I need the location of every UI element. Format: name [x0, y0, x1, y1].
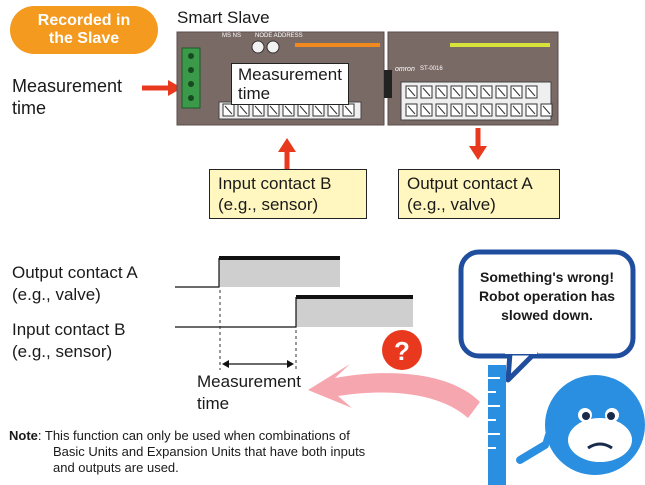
badge-line-1: Recorded in: [37, 12, 131, 29]
robot-character: [488, 365, 645, 485]
speech-bubble: [458, 249, 636, 383]
bubble-line-3: slowed down.: [501, 307, 593, 323]
device-measurement-callout: Measurement time: [231, 63, 349, 105]
output-arrow: [469, 128, 487, 160]
question-icon: [382, 330, 422, 370]
timing-input-label: Input contact B (e.g., sensor): [12, 319, 125, 363]
terminal-screw-mark: [407, 105, 416, 115]
question-mark-text: ?: [394, 336, 410, 366]
note-line-3: and outputs are used.: [53, 460, 179, 475]
terminal-screw-mark: [512, 87, 521, 97]
node-address-text: NODE ADDRESS: [255, 33, 303, 39]
terminal-screw-mark: [299, 105, 308, 115]
terminal-screw-mark: [452, 105, 461, 115]
terminal-screw-mark: [452, 87, 461, 97]
curved-arrow: [308, 364, 480, 418]
terminal-screw-mark: [467, 87, 476, 97]
terminal-screw-mark: [239, 105, 248, 115]
brand-text: omron: [395, 66, 415, 73]
bubble-line-1: Something's wrong!: [480, 269, 614, 285]
recorded-in-slave-badge: Recorded in the Slave: [10, 6, 158, 54]
terminal-screw-mark: [527, 105, 536, 115]
terminal-screw-mark: [437, 105, 446, 115]
timing-diagram: [175, 256, 413, 370]
ms-ns-text: MS NS: [222, 33, 242, 39]
note-line-2: Basic Units and Expansion Units that hav…: [53, 444, 366, 459]
timing-measurement-line-1: Measurement: [197, 372, 301, 391]
note-label: Note: [9, 428, 38, 443]
terminal-screw-mark: [254, 105, 263, 115]
terminal-screw-mark: [467, 105, 476, 115]
input-arrow: [278, 138, 296, 170]
model-text: ST-0016: [420, 66, 443, 72]
terminal-screw-mark: [284, 105, 293, 115]
terminal-screw-mark: [542, 105, 551, 115]
bubble-line-2: Robot operation has: [478, 288, 616, 304]
terminal-screw-mark: [437, 87, 446, 97]
terminal-screw-mark: [422, 87, 431, 97]
terminal-screw-mark: [482, 87, 491, 97]
input-contact-box: Input contact B (e.g., sensor): [209, 169, 367, 219]
terminal-screw-mark: [422, 105, 431, 115]
measurement-time-label: Measurement time: [12, 75, 122, 119]
device-title: Smart Slave: [177, 8, 270, 27]
timing-input-line-1: Input contact B: [12, 320, 126, 339]
device-callout-line-1: Measurement: [238, 65, 342, 84]
terminal-screw-mark: [344, 105, 353, 115]
bubble-text: Something's wrong! Robot operation has s…: [466, 268, 628, 325]
timing-output-line-2: (e.g., valve): [12, 285, 101, 304]
input-box-line-2: (e.g., sensor): [218, 195, 319, 214]
measurement-time-label-line-2: time: [12, 98, 47, 118]
measurement-time-label-line-1: Measurement: [12, 76, 123, 96]
device-callout-line-2: time: [238, 84, 271, 103]
timing-input-line-2: (e.g., sensor): [12, 342, 113, 361]
terminal-screw-mark: [329, 105, 338, 115]
terminal-screw-mark: [527, 87, 536, 97]
terminal-screw-mark: [482, 105, 491, 115]
terminal-screw-mark: [497, 105, 506, 115]
timing-measurement-line-2: time: [197, 394, 230, 413]
input-box-line-1: Input contact B: [218, 174, 332, 193]
terminal-screw-mark: [407, 87, 416, 97]
terminal-screw-mark: [314, 105, 323, 115]
timing-output-label: Output contact A (e.g., valve): [12, 262, 138, 306]
terminal-screw-mark: [497, 87, 506, 97]
left-arrow: [142, 80, 182, 96]
output-box-line-2: (e.g., valve): [407, 195, 496, 214]
terminal-screw-mark: [269, 105, 278, 115]
terminal-screw-mark: [224, 105, 233, 115]
terminal-screw-mark: [512, 105, 521, 115]
output-contact-box: Output contact A (e.g., valve): [398, 169, 560, 219]
output-box-line-1: Output contact A: [407, 174, 533, 193]
timing-measurement-label: Measurement time: [197, 371, 301, 415]
note-line-1: : This function can only be used when co…: [37, 428, 350, 443]
badge-line-2: the Slave: [48, 30, 120, 47]
note-text: Note: This function can only be used whe…: [9, 428, 479, 476]
timing-output-line-1: Output contact A: [12, 263, 138, 282]
